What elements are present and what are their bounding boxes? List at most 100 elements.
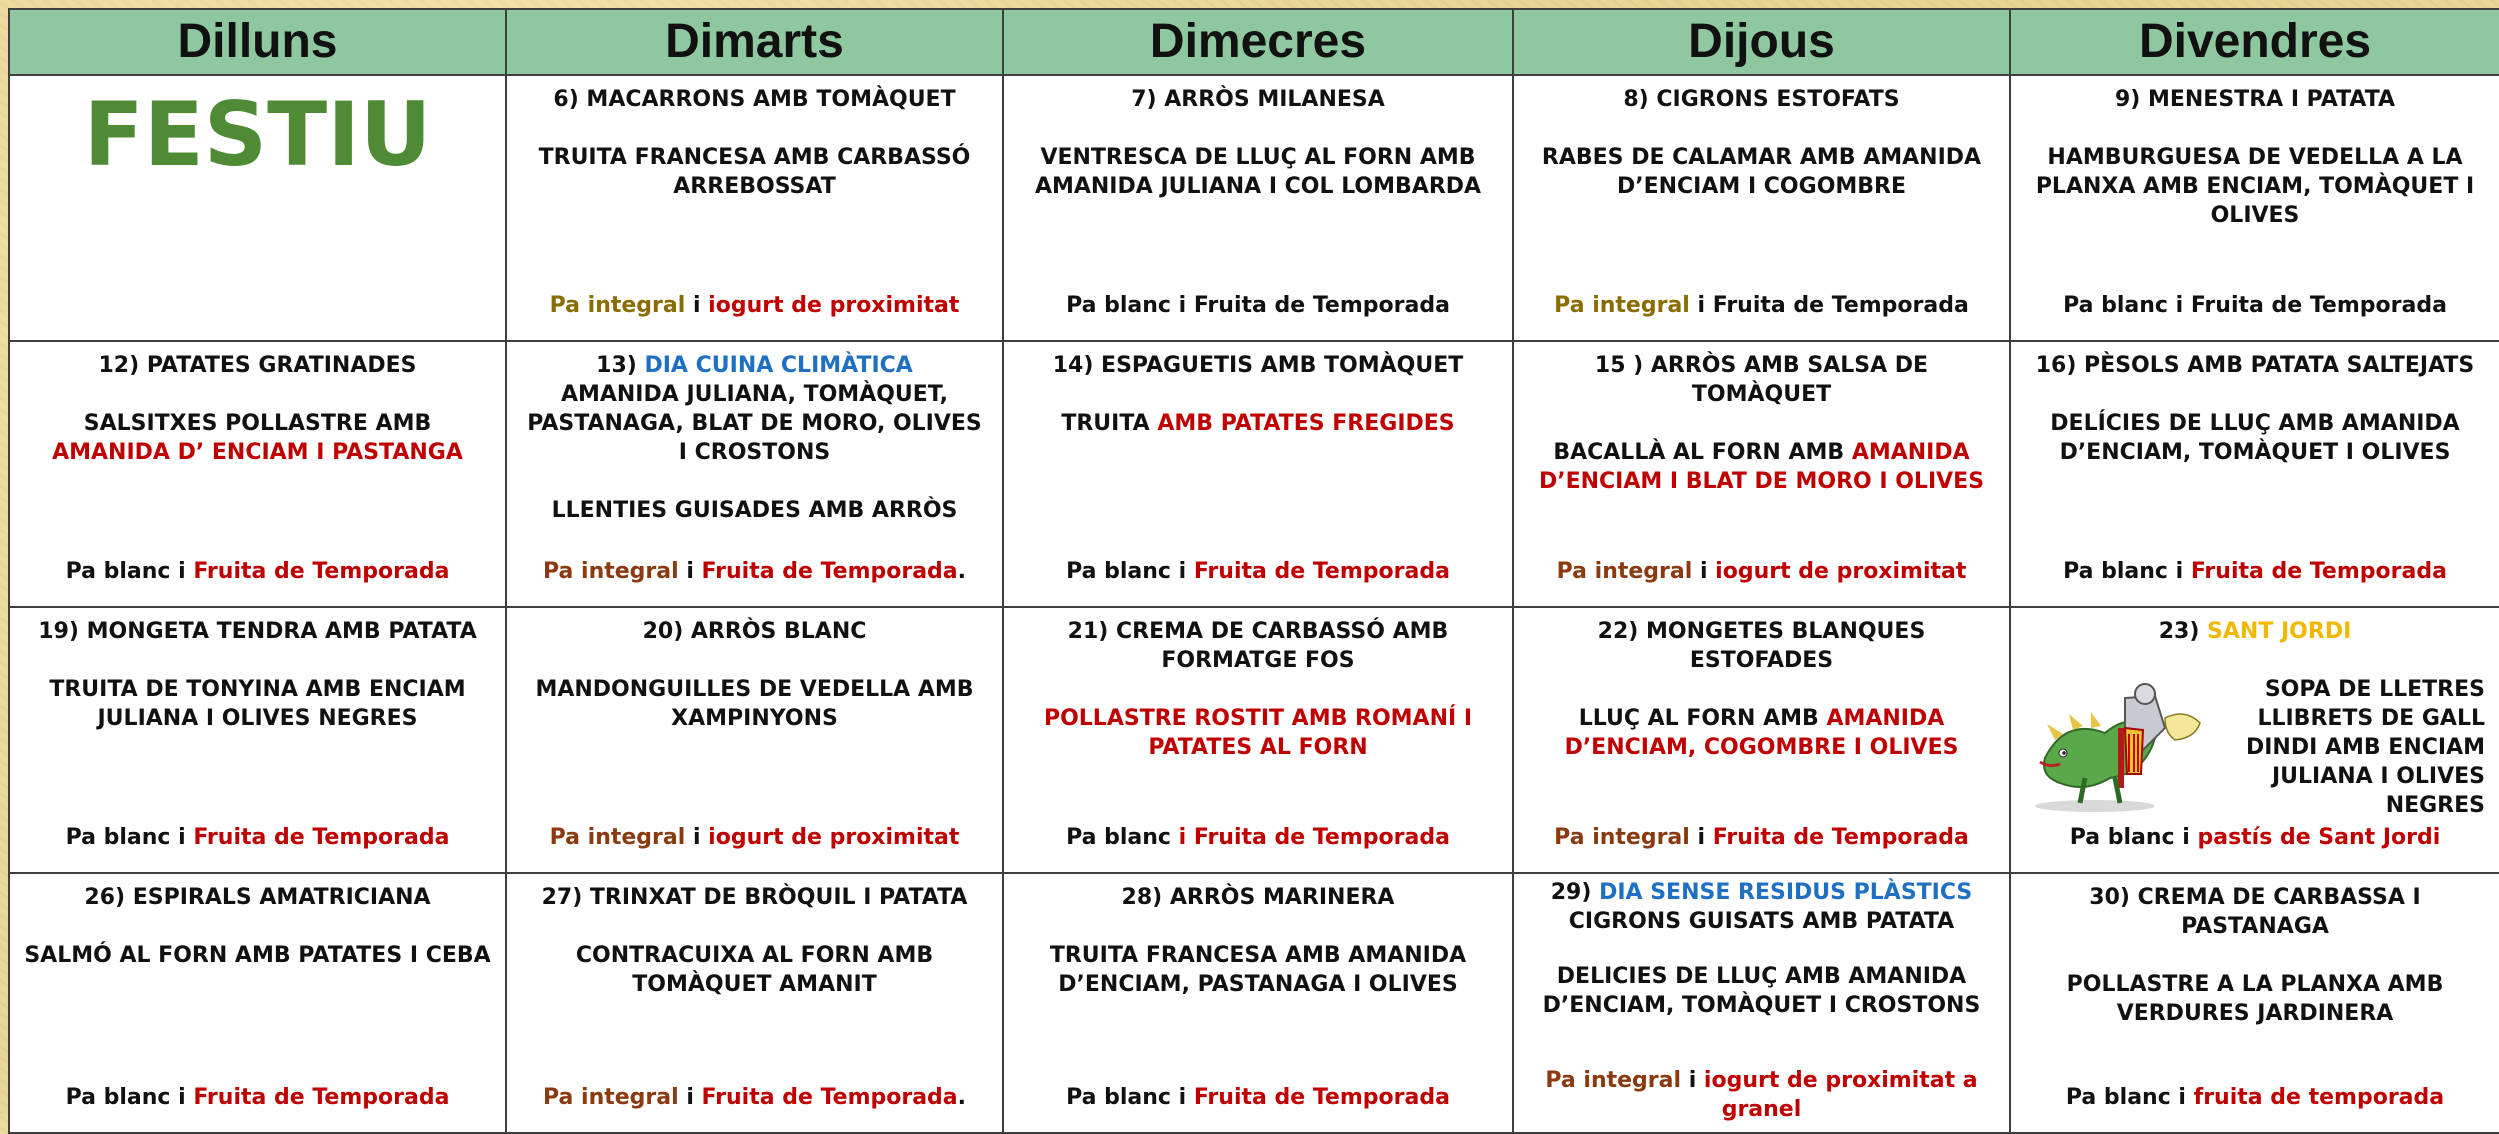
first-course: 12) PATATES GRATINADES [98, 353, 417, 378]
menu-cell-tue-w2: 13) DIA CUINA CLIMÀTICA AMANIDA JULIANA,… [505, 340, 1004, 608]
bread-type: Pa blanc i [1066, 559, 1187, 584]
menu-cell-thu-w4: 29) DIA SENSE RESIDUS PLÀSTICS CIGRONS G… [1512, 872, 2011, 1134]
holiday-label: FESTIU [83, 83, 432, 186]
second-course: VENTRESCA DE LLUÇ AL FORN AMB AMANIDA JU… [1034, 145, 1482, 199]
dessert: Fruita de Temporada [1193, 559, 1450, 584]
second-course: TRUITA DE TONYINA AMB ENCIAM JULIANA I O… [49, 677, 466, 731]
dessert: iogurt de proximitat [1715, 559, 1967, 584]
dessert: Fruita de Temporada [193, 559, 450, 584]
second-course: DELÍCIES DE LLUÇ AMB AMANIDA D’ENCIAM, T… [2050, 411, 2460, 465]
period: . [957, 559, 967, 584]
menu-cell-wed-w1: 7) ARRÒS MILANESA VENTRESCA DE LLUÇ AL F… [1002, 74, 1514, 342]
bread-dessert: Pa blanc i Fruita de Temporada [1066, 1083, 1450, 1126]
second-course: TRUITA FRANCESA AMB AMANIDA D’ENCIAM, PA… [1049, 943, 1467, 997]
dessert: fruita de temporada [2193, 1085, 2445, 1110]
week-row-3: 19) MONGETA TENDRA AMB PATATA TRUITA DE … [8, 606, 2499, 874]
first-course: 14) ESPAGUETIS AMB TOMÀQUET [1052, 353, 1464, 378]
bread-dessert: Pa integral i Fruita de Temporada [1554, 291, 1969, 334]
bread-dessert: Pa integral i iogurt de proximitat a gra… [1528, 1066, 1995, 1126]
first-course: 20) ARRÒS BLANC [642, 619, 867, 644]
second-course: HAMBURGUESA DE VEDELLA A LA PLANXA AMB E… [2035, 145, 2475, 228]
menu-cell-thu-w2: 15 ) ARRÒS AMB SALSA DE TOMÀQUET BACALLÀ… [1512, 340, 2011, 608]
menu-cell-tue-w3: 20) ARRÒS BLANC MANDONGUILLES DE VEDELLA… [505, 606, 1004, 874]
first-course: 6) MACARRONS AMB TOMÀQUET [553, 87, 956, 112]
menu-cell-fri-w2: 16) PÈSOLS AMB PATATA SALTEJATS DELÍCIES… [2009, 340, 2499, 608]
second-course-side: AMANIDA D’ENCIAM, COGOMBRE I OLIVES [1564, 706, 1959, 760]
second-course: CONTRACUIXA AL FORN AMB TOMÀQUET AMANIT [575, 943, 934, 997]
second-course-side: AMANIDA D’ ENCIAM I PASTANGA [52, 440, 463, 465]
bread-type: Pa blanc i [65, 825, 186, 850]
bread-type: Pa integral [542, 1085, 679, 1110]
second-course: POLLASTRE ROSTIT AMB ROMANÍ I PATATES AL… [1043, 706, 1473, 760]
day-header-friday: Divendres [2009, 8, 2499, 76]
bread-dessert: Pa integral i Fruita de Temporada. [543, 557, 966, 600]
second-course: SALSITXES POLLASTRE AMB AMANIDA D’ ENCIA… [24, 409, 491, 467]
second-course: DELICIES DE LLUÇ AMB AMANIDA D’ENCIAM, T… [1542, 964, 1981, 1018]
bread-type: Pa blanc i [65, 1085, 186, 1110]
bread-dessert: Pa integral i Fruita de Temporada [1554, 823, 1969, 866]
first-course: 19) MONGETA TENDRA AMB PATATA [38, 619, 477, 644]
bread-type: Pa integral [1554, 825, 1690, 850]
menu-cell-fri-w3: 23) SANT JORDI [2009, 606, 2499, 874]
bread-dessert: Pa blanc i Fruita de Temporada [2063, 293, 2447, 318]
conjunction: i [692, 293, 701, 318]
dragon-knight-illustration [2035, 682, 2201, 812]
second-course-side: AMB PATATES FREGIDES [1157, 411, 1455, 436]
bread-type: Pa integral [549, 825, 686, 850]
day-number: 13) [596, 353, 637, 378]
menu-cell-mon-w1: FESTIU [8, 74, 507, 342]
day-header-monday: Dilluns [8, 8, 507, 76]
conjunction: i [1699, 559, 1708, 584]
second-course: SALMÓ AL FORN AMB PATATES I CEBA [24, 943, 491, 968]
conjunction: i [1688, 1068, 1697, 1093]
first-course: 8) CIGRONS ESTOFATS [1623, 87, 1900, 112]
second-course-side: AMANIDA D’ENCIAM I BLAT DE MORO I OLIVES [1538, 440, 1985, 494]
week-row-1: FESTIU 6) MACARRONS AMB TOMÀQUET TRUITA … [8, 74, 2499, 342]
bread-type: Pa blanc i [2069, 825, 2190, 850]
second-course-main: TRUITA [1061, 411, 1150, 436]
bread-type: Pa blanc i [1066, 1085, 1187, 1110]
bread-dessert: Pa blanc i Fruita de Temporada [66, 1083, 450, 1126]
day-number: 23) [2158, 619, 2200, 644]
bread-dessert: Pa blanc i Fruita de Temporada [1066, 823, 1450, 866]
first-course: 7) ARRÒS MILANESA [1131, 87, 1385, 112]
second-course: BACALLÀ AL FORN AMB AMANIDA D’ENCIAM I B… [1528, 438, 1995, 496]
menu-cell-mon-w3: 19) MONGETA TENDRA AMB PATATA TRUITA DE … [8, 606, 507, 874]
menu-cell-mon-w4: 26) ESPIRALS AMATRICIANA SALMÓ AL FORN A… [8, 872, 507, 1134]
first-course: 26) ESPIRALS AMATRICIANA [84, 885, 431, 910]
menu-cell-tue-w4: 27) TRINXAT DE BRÒQUIL I PATATA CONTRACU… [505, 872, 1004, 1134]
second-course: SOPA DE LLETRES LLIBRETS DE GALL DINDI A… [2245, 677, 2485, 818]
dessert: iogurt de proximitat [708, 825, 960, 850]
period: . [957, 1085, 967, 1110]
second-course: LLUÇ AL FORN AMB AMANIDA D’ENCIAM, COGOM… [1528, 704, 1995, 762]
menu-cell-wed-w3: 21) CREMA DE CARBASSÓ AMB FORMATGE FOS P… [1002, 606, 1514, 874]
day-header-wednesday: Dimecres [1002, 8, 1514, 76]
event-title: DIA SENSE RESIDUS PLÀSTICS [1599, 880, 1973, 905]
event-line: 23) SANT JORDI [2159, 617, 2352, 646]
bread-type: Pa integral [542, 559, 679, 584]
sant-jordi-block: SOPA DE LLETRES LLIBRETS DE GALL DINDI A… [2025, 675, 2485, 820]
dessert: Fruita de Temporada [701, 559, 958, 584]
first-course: 28) ARRÒS MARINERA [1121, 885, 1395, 910]
first-course: 22) MONGETES BLANQUES ESTOFADES [1597, 619, 1926, 673]
first-course: 21) CREMA DE CARBASSÓ AMB FORMATGE FOS [1067, 619, 1449, 673]
second-course: RABES DE CALAMAR AMB AMANIDA D’ENCIAM I … [1541, 145, 1982, 199]
bread-type: Pa blanc i [2063, 559, 2184, 584]
bread-type: Pa integral [1556, 559, 1693, 584]
week-row-2: 12) PATATES GRATINADES SALSITXES POLLAST… [8, 340, 2499, 608]
conjunction: i [686, 1085, 694, 1110]
bread-dessert: Pa integral i Fruita de Temporada. [543, 1083, 966, 1126]
bread-type: Pa integral [1554, 293, 1690, 318]
second-course-main: SALSITXES POLLASTRE AMB [83, 411, 432, 436]
second-course-main: LLUÇ AL FORN AMB [1578, 706, 1819, 731]
dessert: Fruita de Temporada [193, 825, 450, 850]
second-course-main: BACALLÀ AL FORN AMB [1553, 440, 1845, 465]
first-course: 27) TRINXAT DE BRÒQUIL I PATATA [541, 885, 968, 910]
day-header-thursday: Dijous [1512, 8, 2011, 76]
bread-type: Pa integral [549, 293, 686, 318]
dessert: iogurt de proximitat a granel [1703, 1068, 1978, 1122]
conjunction: i [692, 825, 701, 850]
dessert: Fruita de Temporada [2190, 559, 2447, 584]
dessert: Fruita de Temporada [1193, 1085, 1450, 1110]
dessert: Fruita de Temporada [701, 1085, 958, 1110]
